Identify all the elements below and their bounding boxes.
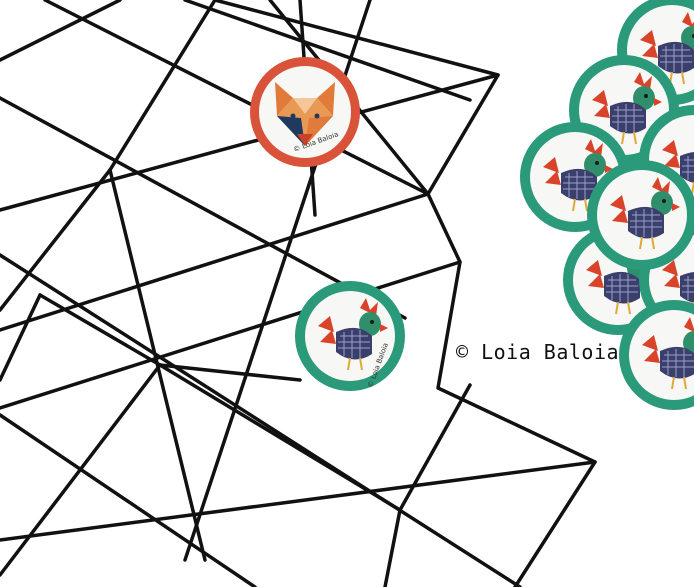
- hen-token[interactable]: © Loia Baloia: [294, 280, 406, 392]
- stack-hen-token-top[interactable]: [586, 159, 694, 271]
- fox-token[interactable]: © Loia Baloia: [250, 57, 360, 167]
- grid-lines: [0, 0, 597, 587]
- copyright-label: © Loia Baloia: [456, 340, 620, 364]
